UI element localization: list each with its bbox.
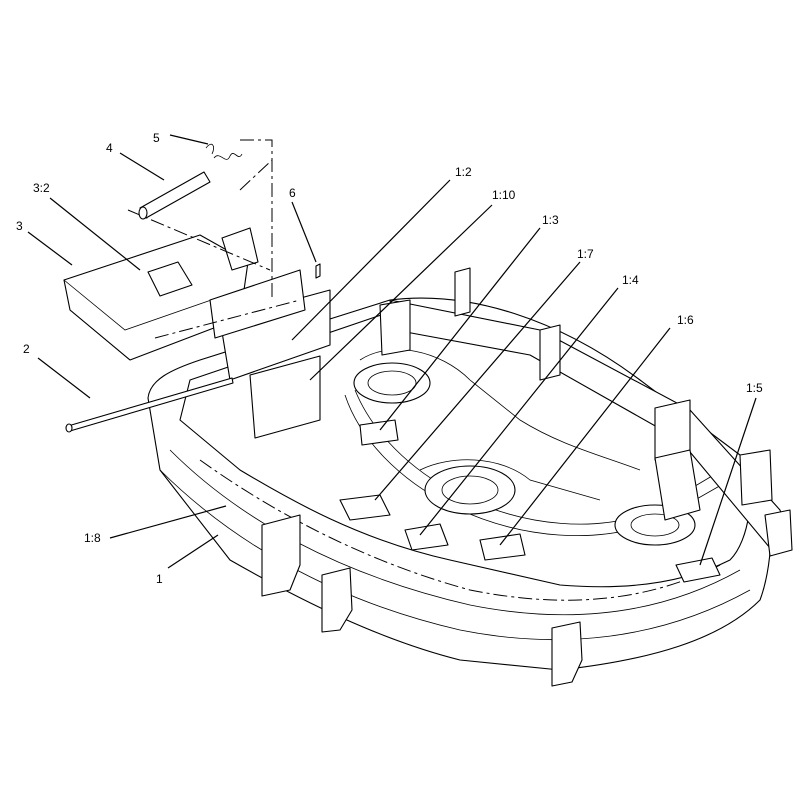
callout-1-6: 1:6 xyxy=(677,313,694,327)
callout-5: 5 xyxy=(153,131,160,145)
callout-3-2: 3:2 xyxy=(33,181,50,195)
hinge-sleeve xyxy=(138,171,211,220)
callout-6: 6 xyxy=(289,186,296,200)
callout-1-8: 1:8 xyxy=(84,531,101,545)
callout-4: 4 xyxy=(106,141,113,155)
callout-3: 3 xyxy=(16,219,23,233)
callout-1-5: 1:5 xyxy=(746,381,763,395)
cotter-pin xyxy=(315,263,321,279)
deflector-assembly xyxy=(63,139,306,361)
callout-labels: 5 4 3:2 3 6 2 1:2 1:10 1:3 1:7 1:4 1:6 1… xyxy=(16,131,763,586)
callout-1-3: 1:3 xyxy=(542,213,559,227)
callout-1-2: 1:2 xyxy=(455,165,472,179)
mower-deck-housing xyxy=(147,267,793,687)
leader-lines xyxy=(27,134,757,569)
callout-1: 1 xyxy=(156,572,163,586)
callout-1-7: 1:7 xyxy=(577,247,594,261)
callout-1-4: 1:4 xyxy=(622,273,639,287)
callout-1-10: 1:10 xyxy=(492,188,516,202)
callout-2: 2 xyxy=(23,342,30,356)
spring xyxy=(205,143,243,160)
hinge-rod xyxy=(65,377,234,433)
